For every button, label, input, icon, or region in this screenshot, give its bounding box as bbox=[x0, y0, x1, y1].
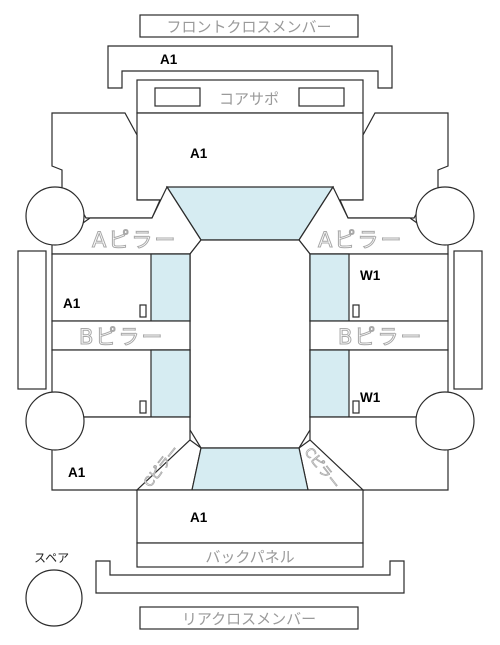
right-side-step[interactable] bbox=[453, 250, 483, 390]
rear-right-door-window[interactable] bbox=[309, 349, 350, 418]
trunk-mark: A1 bbox=[190, 510, 208, 525]
front-right-door-mark: W1 bbox=[360, 268, 381, 283]
rear-left-wheel[interactable] bbox=[25, 391, 85, 451]
back-panel[interactable] bbox=[136, 542, 364, 568]
spare-tire[interactable] bbox=[25, 569, 83, 627]
b-pillar-right-label: Bピラー bbox=[338, 325, 423, 349]
rear-left-door-handle[interactable] bbox=[139, 400, 147, 414]
front-cross-member-box[interactable] bbox=[139, 14, 359, 38]
b-pillar-left-label: Bピラー bbox=[79, 325, 164, 349]
front-right-door-handle[interactable] bbox=[352, 304, 360, 318]
hood-mark: A1 bbox=[190, 146, 208, 161]
left-side-step[interactable] bbox=[17, 250, 47, 390]
core-support-label: コアサポ bbox=[219, 90, 279, 108]
roof[interactable] bbox=[189, 239, 311, 449]
front-cross-member-label: フロントクロスメンバー bbox=[166, 18, 331, 36]
rear-left-door-window[interactable] bbox=[150, 349, 191, 418]
trunk[interactable] bbox=[136, 489, 364, 544]
rear-left-quarter-mark: A1 bbox=[68, 465, 86, 480]
spare-label: スペア bbox=[34, 551, 69, 565]
rear-member[interactable] bbox=[95, 560, 405, 594]
back-panel-label: バックパネル bbox=[205, 548, 294, 566]
front-member[interactable] bbox=[107, 45, 393, 89]
front-right-wheel[interactable] bbox=[415, 186, 475, 246]
a-pillar-left-label: Aピラー bbox=[92, 228, 177, 252]
front-left-door-mark: A1 bbox=[63, 296, 81, 311]
headlight-right[interactable] bbox=[298, 87, 345, 107]
a-pillar-right-label: Aピラー bbox=[318, 228, 403, 252]
front-left-door-handle[interactable] bbox=[139, 304, 147, 318]
rear-right-door-handle[interactable] bbox=[352, 400, 360, 414]
rear-cross-member-label: リアクロスメンバー bbox=[182, 610, 316, 628]
front-left-door-window[interactable] bbox=[150, 253, 191, 322]
front-right-door-window[interactable] bbox=[309, 253, 350, 322]
rear-window[interactable] bbox=[191, 447, 309, 491]
b-pillar-left[interactable] bbox=[51, 320, 191, 351]
front-left-wheel[interactable] bbox=[25, 186, 85, 246]
rear-right-door-mark: W1 bbox=[360, 390, 381, 405]
rear-cross-member-box[interactable] bbox=[139, 606, 359, 630]
b-pillar-right[interactable] bbox=[309, 320, 449, 351]
front-member-mark: A1 bbox=[160, 52, 178, 67]
rear-right-wheel[interactable] bbox=[415, 391, 475, 451]
headlight-left[interactable] bbox=[154, 87, 201, 107]
